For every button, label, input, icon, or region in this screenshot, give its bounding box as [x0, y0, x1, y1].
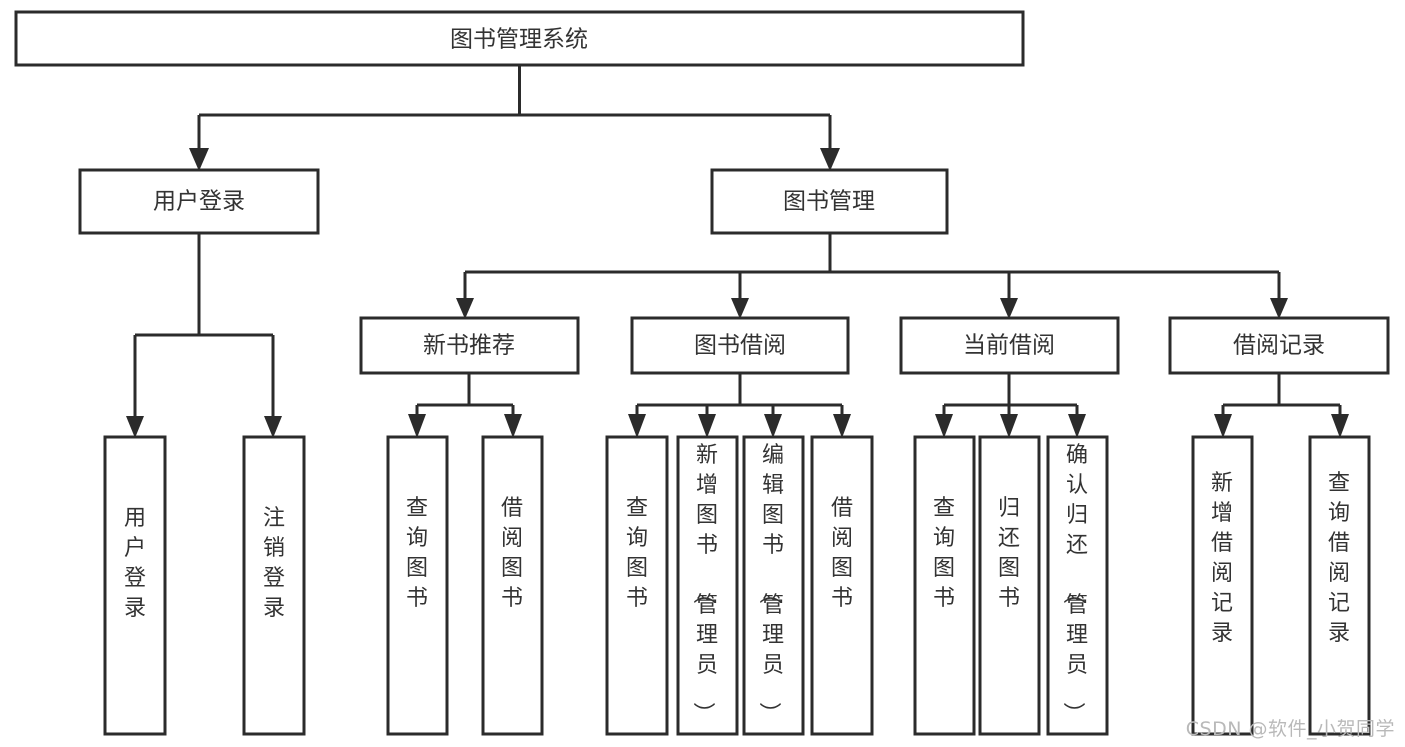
- leaf-bb-add-book-label: 新增图书（管理员）: [690, 443, 718, 724]
- leaf-bb-borrow-book-label: 借阅图书: [831, 496, 853, 611]
- leaf-br-query-record[interactable]: 查询借阅记录: [1308, 435, 1371, 736]
- arrow-head-leaf-bb-4: [833, 414, 851, 438]
- connector-layer: [126, 65, 1349, 438]
- node-new-book-recommend-box[interactable]: [359, 316, 580, 375]
- node-root[interactable]: 图书管理系统: [14, 10, 1025, 67]
- leaf-nb-query-book[interactable]: 查询图书: [386, 435, 449, 736]
- leaf-user-login-label: 用户登录: [124, 506, 146, 621]
- leaf-cb-query-book[interactable]: 查询图书: [913, 435, 976, 736]
- leaf-bb-borrow-book[interactable]: 借阅图书: [810, 435, 874, 736]
- arrow-head-leaf-logout: [264, 416, 282, 438]
- leaf-cb-query-book-label: 查询图书: [933, 496, 955, 611]
- leaf-br-add-record[interactable]: 新增借阅记录: [1191, 435, 1254, 736]
- leaf-user-login[interactable]: 用户登录: [103, 435, 167, 736]
- leaf-logout-box[interactable]: [242, 435, 306, 736]
- arrow-head-leaf-user-login: [126, 416, 144, 438]
- leaf-bb-query-book-label: 查询图书: [626, 496, 648, 611]
- arrow-head-leaf-cb-1: [935, 414, 953, 438]
- arrow-head-leaf-nb-1: [408, 414, 426, 438]
- leaf-br-add-record-box[interactable]: [1191, 435, 1254, 736]
- arrow-head-leaf-bb-3: [764, 414, 782, 438]
- leaf-bb-edit-book-box[interactable]: [742, 435, 805, 736]
- leaf-bb-query-book-box[interactable]: [605, 435, 669, 736]
- arrow-head-leaf-bb-1: [628, 414, 646, 438]
- leaf-bb-edit-book[interactable]: 编辑图书（管理员）: [742, 435, 805, 736]
- leaf-nb-borrow-book-box[interactable]: [481, 435, 544, 736]
- arrow-head-leaf-br-1: [1214, 414, 1232, 438]
- node-book-borrow-label: 图书借阅: [694, 333, 786, 359]
- leaf-bb-borrow-book-box[interactable]: [810, 435, 874, 736]
- leaf-user-login-box[interactable]: [103, 435, 167, 736]
- leaf-bb-add-book[interactable]: 新增图书（管理员）: [676, 435, 739, 736]
- arrow-head-leaf-cb-2: [1000, 414, 1018, 438]
- leaf-bb-query-book[interactable]: 查询图书: [605, 435, 669, 736]
- node-root-label: 图书管理系统: [450, 27, 588, 53]
- leaf-br-add-record-label: 新增借阅记录: [1211, 471, 1233, 646]
- arrow-head-leaf-bb-2: [698, 414, 716, 438]
- node-current-borrow-box[interactable]: [899, 316, 1120, 375]
- node-user-login[interactable]: 用户登录: [78, 168, 320, 235]
- arrow-head-leaf-br-2: [1331, 414, 1349, 438]
- leaf-br-query-record-label: 查询借阅记录: [1328, 471, 1350, 646]
- leaf-br-query-record-box[interactable]: [1308, 435, 1371, 736]
- node-book-borrow-box[interactable]: [630, 316, 850, 375]
- arrow-head-book-mgmt: [820, 148, 840, 171]
- arrow-head-new-book: [456, 298, 474, 319]
- leaf-cb-return-book[interactable]: 归还图书: [978, 435, 1041, 736]
- leaf-cb-confirm-return-box[interactable]: [1046, 435, 1109, 736]
- leaf-nb-borrow-book[interactable]: 借阅图书: [481, 435, 544, 736]
- node-new-book-recommend-label: 新书推荐: [423, 333, 515, 359]
- leaf-nb-borrow-book-label: 借阅图书: [501, 496, 523, 611]
- leaf-bb-add-book-box[interactable]: [676, 435, 739, 736]
- leaf-nb-query-book-label: 查询图书: [406, 496, 428, 611]
- node-user-login-label: 用户登录: [153, 189, 245, 215]
- node-borrow-record-label: 借阅记录: [1233, 333, 1325, 359]
- node-book-management-box[interactable]: [710, 168, 949, 235]
- leaf-nb-query-book-box[interactable]: [386, 435, 449, 736]
- arrow-head-borrow-record: [1270, 298, 1288, 319]
- arrow-head-current-borrow: [1000, 298, 1018, 319]
- node-new-book-recommend[interactable]: 新书推荐: [359, 316, 580, 375]
- leaf-bb-edit-book-label: 编辑图书（管理员）: [756, 443, 784, 724]
- node-book-management-label: 图书管理: [783, 189, 875, 215]
- leaf-cb-query-book-box[interactable]: [913, 435, 976, 736]
- node-user-login-box[interactable]: [78, 168, 320, 235]
- arrow-head-book-borrow: [731, 298, 749, 319]
- leaf-cb-confirm-return[interactable]: 确认归还（管理员）: [1046, 435, 1109, 736]
- leaf-cb-return-book-box[interactable]: [978, 435, 1041, 736]
- node-borrow-record-box[interactable]: [1168, 316, 1390, 375]
- node-borrow-record[interactable]: 借阅记录: [1168, 316, 1390, 375]
- node-root-box[interactable]: [14, 10, 1025, 67]
- node-current-borrow[interactable]: 当前借阅: [899, 316, 1120, 375]
- node-book-borrow[interactable]: 图书借阅: [630, 316, 850, 375]
- node-book-management[interactable]: 图书管理: [710, 168, 949, 235]
- leaf-cb-return-book-label: 归还图书: [998, 496, 1020, 611]
- arrow-head-leaf-cb-3: [1068, 414, 1086, 438]
- leaf-logout-label: 注销登录: [263, 506, 285, 621]
- leaf-logout[interactable]: 注销登录: [242, 435, 306, 736]
- node-current-borrow-label: 当前借阅: [963, 333, 1055, 359]
- arrow-head-user-login: [189, 148, 209, 171]
- arrow-head-leaf-nb-2: [504, 414, 522, 438]
- leaf-cb-confirm-return-label: 确认归还（管理员）: [1060, 443, 1088, 724]
